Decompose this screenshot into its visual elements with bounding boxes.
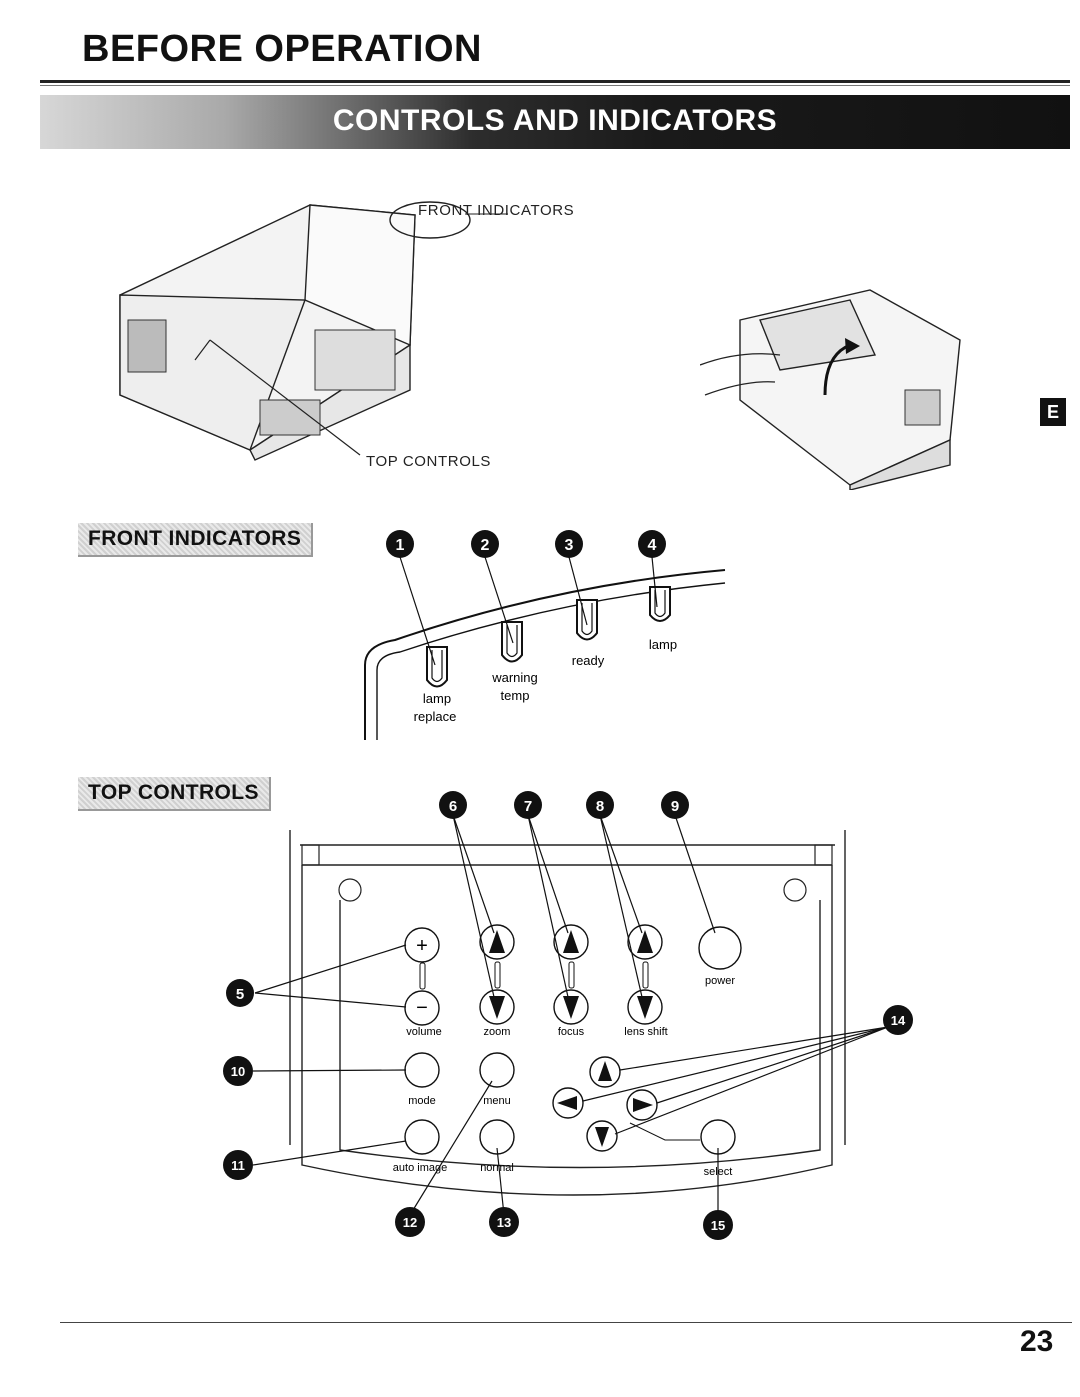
zoom-down-button[interactable] <box>479 989 515 1025</box>
title-rule <box>40 80 1070 83</box>
triangle-down-icon <box>563 996 579 1019</box>
projector-illustration <box>119 201 508 461</box>
title-rule-thin <box>40 85 1070 86</box>
badge-5: 5 <box>226 979 254 1007</box>
svg-text:2: 2 <box>481 537 490 554</box>
language-tab: E <box>1040 398 1066 426</box>
badge-15: 15 <box>703 1210 733 1240</box>
front-indicator-highlight <box>389 201 471 239</box>
zoom-divider <box>494 961 501 989</box>
focus-up-button[interactable] <box>553 924 589 960</box>
svg-text:9: 9 <box>671 798 679 815</box>
focus-label: focus <box>558 1026 585 1038</box>
banner-title: CONTROLS AND INDICATORS <box>332 104 778 137</box>
svg-text:−: − <box>416 997 428 1019</box>
label-lamp-indicator: lamp <box>649 637 677 652</box>
label-warning: warning <box>491 670 538 685</box>
indicator-lamp <box>649 586 671 622</box>
svg-text:6: 6 <box>449 798 457 815</box>
svg-text:1: 1 <box>396 537 405 554</box>
badge-11: 11 <box>223 1150 253 1180</box>
pointer-right-button[interactable] <box>626 1089 658 1121</box>
badge-14: 14 <box>883 1005 913 1035</box>
auto-image-button[interactable] <box>404 1119 440 1155</box>
indicator-lamp-replace <box>426 646 448 688</box>
triangle-up-icon <box>489 930 505 953</box>
lens-shift-up-button[interactable] <box>627 924 663 960</box>
front-indicators-heading: FRONT INDICATORS <box>78 523 314 557</box>
menu-label: menu <box>483 1095 511 1107</box>
pointer-up-button[interactable] <box>589 1056 621 1088</box>
badge-8: 8 <box>586 791 614 819</box>
normal-button[interactable] <box>479 1119 515 1155</box>
badge-9: 9 <box>661 791 689 819</box>
focus-divider <box>568 961 575 989</box>
power-button[interactable] <box>698 926 742 970</box>
auto-image-label: auto image <box>393 1162 447 1174</box>
menu-button[interactable] <box>479 1052 515 1088</box>
volume-down-button[interactable]: − <box>404 990 440 1026</box>
svg-text:8: 8 <box>596 798 604 815</box>
svg-text:4: 4 <box>648 537 657 554</box>
svg-text:13: 13 <box>497 1215 511 1230</box>
top-controls-heading: TOP CONTROLS <box>78 777 271 811</box>
svg-text:7: 7 <box>524 798 532 815</box>
section-title: BEFORE OPERATION <box>82 28 482 70</box>
badge-6: 6 <box>439 791 467 819</box>
power-label: power <box>705 975 735 987</box>
svg-text:12: 12 <box>403 1215 417 1230</box>
triangle-up-icon <box>563 930 579 953</box>
top-controls-callout: TOP CONTROLS <box>366 453 492 470</box>
triangle-down-icon <box>489 996 505 1019</box>
focus-down-button[interactable] <box>553 989 589 1025</box>
triangle-left-icon <box>557 1096 577 1110</box>
label-replace: replace <box>414 709 457 724</box>
svg-text:3: 3 <box>565 537 574 554</box>
pointer-left-button[interactable] <box>552 1087 584 1119</box>
volume-divider <box>419 962 426 990</box>
triangle-up-icon <box>598 1061 612 1081</box>
triangle-down-icon <box>637 996 653 1019</box>
lens-shift-label: lens shift <box>624 1026 667 1038</box>
footer-rule <box>60 1322 1072 1323</box>
normal-label: normal <box>480 1162 514 1174</box>
lens-shift-divider <box>642 961 649 989</box>
svg-text:15: 15 <box>711 1218 725 1233</box>
top-controls-diagram: + − volume zoom focus lens shift power <box>223 791 913 1240</box>
svg-text:5: 5 <box>236 986 244 1003</box>
volume-up-button[interactable]: + <box>404 927 440 963</box>
mode-button[interactable] <box>404 1052 440 1088</box>
svg-text:11: 11 <box>231 1158 245 1173</box>
svg-text:14: 14 <box>891 1013 906 1028</box>
mode-label: mode <box>408 1095 436 1107</box>
svg-text:10: 10 <box>231 1064 245 1079</box>
badge-2: 2 <box>471 530 499 558</box>
triangle-right-icon <box>633 1098 653 1112</box>
triangle-up-icon <box>637 930 653 953</box>
front-indicators-callout: FRONT INDICATORS <box>418 202 575 219</box>
badge-3: 3 <box>555 530 583 558</box>
zoom-up-button[interactable] <box>479 924 515 960</box>
lid-opening-illustration <box>700 289 961 490</box>
pointer-down-button[interactable] <box>586 1120 618 1152</box>
badge-13: 13 <box>489 1207 519 1237</box>
lens-shift-down-button[interactable] <box>627 989 663 1025</box>
badge-4: 4 <box>638 530 666 558</box>
badge-7: 7 <box>514 791 542 819</box>
section-banner: CONTROLS AND INDICATORS <box>40 95 1070 149</box>
volume-label: volume <box>406 1026 441 1038</box>
triangle-down-icon <box>595 1127 609 1147</box>
label-lamp: lamp <box>423 691 451 706</box>
zoom-label: zoom <box>484 1026 511 1038</box>
label-ready: ready <box>572 653 605 668</box>
badge-1: 1 <box>386 530 414 558</box>
badge-12: 12 <box>395 1207 425 1237</box>
badge-10: 10 <box>223 1056 253 1086</box>
page-number: 23 <box>1020 1325 1054 1358</box>
svg-text:+: + <box>416 935 428 957</box>
front-indicators-diagram: 1 2 3 4 lamp replace warning temp ready … <box>364 530 726 740</box>
label-temp: temp <box>501 688 530 703</box>
indicator-ready <box>576 599 598 641</box>
